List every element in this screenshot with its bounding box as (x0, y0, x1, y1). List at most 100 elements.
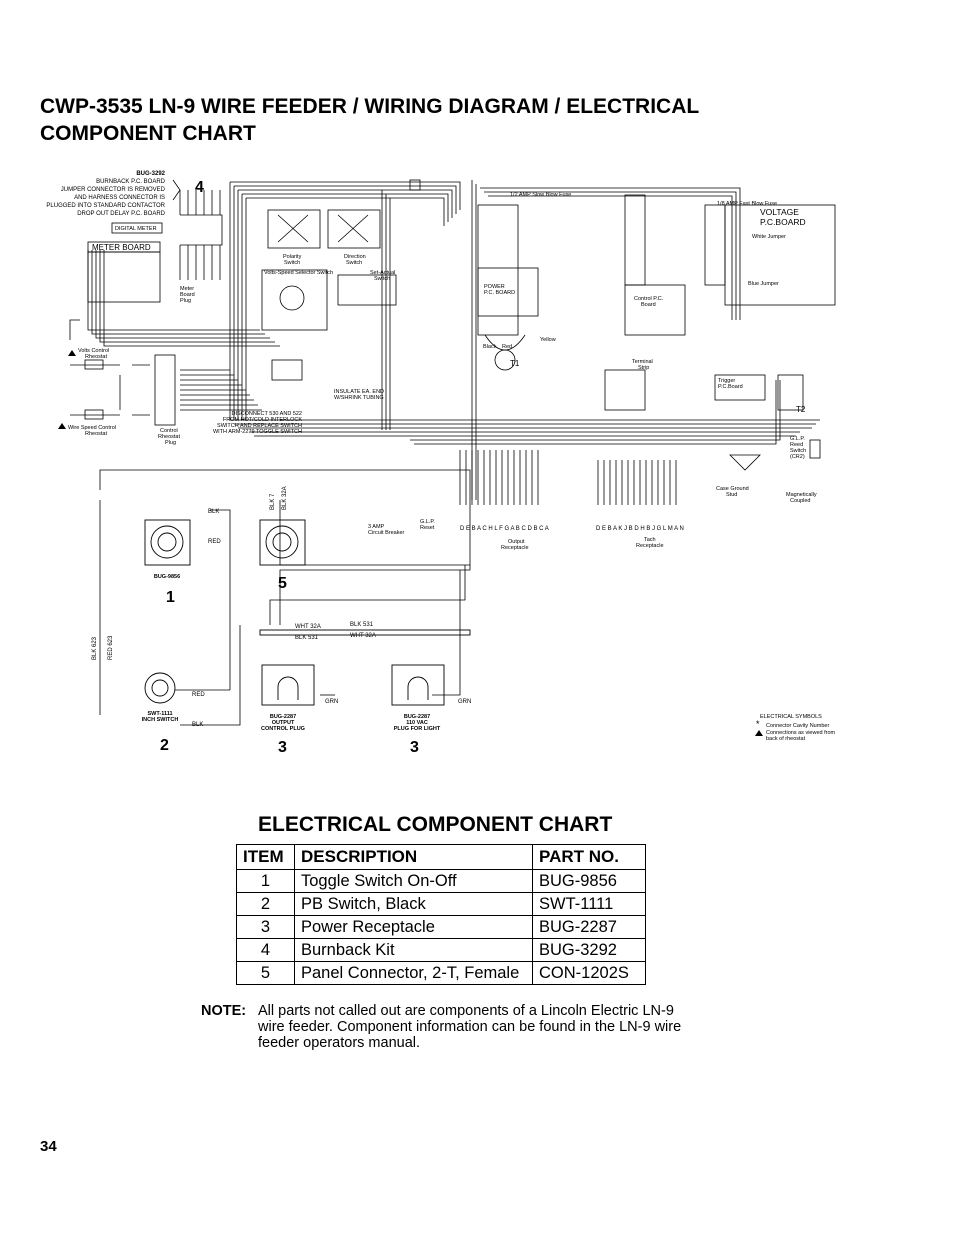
control-rheostat-plug-2: Rheostat (158, 434, 180, 440)
glp-reset-2: Reset (420, 525, 435, 531)
volts-speed-selector: Volts-Speed Selector Switch (264, 270, 333, 276)
wire-blk531-2: BLK 531 (350, 622, 374, 628)
bug2287-light-1: BUG-2287 (404, 714, 430, 720)
power-pc-board-2: P.C. BOARD (484, 290, 515, 296)
white-jumper-label: White Jumper (752, 234, 786, 240)
glp-reed-4: (CR2) (790, 454, 805, 460)
row-item: 2 (236, 892, 295, 916)
page-title: CWP-3535 LN-9 WIRE FEEDER / WIRING DIAGR… (40, 95, 699, 145)
trigger-board-2: P.C.Board (718, 384, 743, 390)
wire-grn-2: GRN (458, 699, 471, 705)
bug2287-output-2: OUTPUT (272, 720, 295, 726)
set-actual-switch-2: Switch (374, 276, 390, 282)
insulate-note-1: INSULATE EA. END (334, 389, 384, 395)
wiring-diagram: BUG-3292 BURNBACK P.C. BOARD JUMPER CONN… (46, 171, 836, 756)
header-item: ITEM (236, 844, 295, 870)
blue-jumper-label: Blue Jumper (748, 281, 779, 287)
wire-red-1: RED (208, 539, 221, 545)
row-description: Burnback Kit (294, 938, 533, 962)
disconnect-note-1: DISCONNECT 530 AND 522 (231, 411, 302, 417)
header-description: DESCRIPTION (294, 844, 533, 870)
digital-meter-label: DIGITAL METER (115, 226, 157, 232)
color-black: Black (483, 344, 497, 350)
wire-grn-1: GRN (325, 699, 338, 705)
wire-speed-label-1: Wire Speed Control (68, 425, 116, 431)
row-description: Panel Connector, 2-T, Female (294, 961, 533, 985)
table-header-row: ITEM DESCRIPTION PART NO. (236, 844, 646, 870)
control-pc-board-1: Control P.C. (634, 296, 664, 302)
terminal-strip-2: Strip (638, 365, 649, 371)
color-red: Red (502, 344, 512, 350)
callout-3b: 3 (410, 739, 419, 756)
control-rheostat-plug-3: Plug (165, 440, 176, 446)
burnback-note-4: PLUGGED INTO STANDARD CONTACTOR (46, 203, 165, 209)
callout-1: 1 (166, 589, 175, 606)
star-icon: * (756, 719, 760, 729)
wire-blk7: BLK 7 (270, 493, 276, 510)
rheostat-triangle-icon (68, 350, 76, 356)
rheostat-triangle-icon (58, 423, 66, 429)
bug2287-light-2: 110 VAC (406, 720, 428, 726)
swt1111-label-1: SWT-1111 (147, 711, 172, 717)
circuit-breaker-1: 3 AMP (368, 524, 385, 530)
output-receptacle-2: Receptacle (501, 545, 529, 551)
svg-text:D E B A C H L F G A B C D B C: D E B A C H L F G A B C D B C A (460, 526, 549, 532)
tach-receptacle-2: Receptacle (636, 543, 664, 549)
table-row: 3 Power Receptacle BUG-2287 (236, 915, 646, 939)
terminal-strip-1: Terminal (632, 359, 653, 365)
direction-switch-1: Direction (344, 254, 366, 260)
burnback-note-2: JUMPER CONNECTOR IS REMOVED (61, 187, 166, 193)
triangle-legend-icon (755, 730, 763, 736)
symbol-triangle-text-1: Connections as viewed from (766, 730, 836, 736)
row-description: Power Receptacle (294, 915, 533, 939)
svg-text:D E B A K J B D H B J G L M A: D E B A K J B D H B J G L M A N (596, 526, 684, 532)
symbol-triangle-text-2: back of rheostat (766, 736, 806, 742)
voltage-board-1: VOLTAGE (760, 207, 799, 217)
row-item: 5 (236, 961, 295, 985)
row-description: Toggle Switch On-Off (294, 869, 533, 893)
control-pc-board-2: Board (641, 302, 656, 308)
wire-wht32a-1: WHT 32A (295, 624, 321, 630)
volts-control-label-2: Rheostat (85, 354, 107, 360)
circuit-breaker-2: Circuit Breaker (368, 530, 405, 536)
volts-control-label-1: Volts Control (78, 348, 109, 354)
wire-blk623: BLK 623 (92, 636, 98, 660)
set-actual-switch-1: Set-Actual (370, 270, 395, 276)
wire-red-2: RED (192, 692, 205, 698)
table-row: 5 Panel Connector, 2-T, Female CON-1202S (236, 961, 646, 985)
row-part: BUG-2287 (532, 915, 646, 939)
disconnect-note-2: FROM HOT/COLD INTERLOCK (223, 417, 302, 423)
note-label: NOTE: (201, 1003, 247, 1019)
tach-receptacle-1: Tach (644, 537, 656, 543)
burnback-note-1: BURNBACK P.C. BOARD (96, 179, 166, 185)
header-part: PART NO. (532, 844, 646, 870)
burnback-ref: BUG-3292 (136, 171, 165, 177)
symbol-star-text: Connector Cavity Number (766, 723, 829, 729)
wire-red623: RED 623 (108, 635, 114, 660)
component-table: ITEM DESCRIPTION PART NO. 1 Toggle Switc… (236, 844, 646, 985)
wire-blk-1: BLK (208, 509, 219, 515)
row-part: BUG-9856 (532, 869, 646, 893)
color-yellow: Yellow (540, 337, 556, 343)
table-row: 4 Burnback Kit BUG-3292 (236, 938, 646, 962)
insulate-note-2: W/SHRINK TUBING (334, 395, 384, 401)
wire-blk32a: BLK 32A (282, 486, 288, 510)
bug2287-light-3: PLUG FOR LIGHT (394, 726, 441, 732)
case-ground-2: Stud (726, 492, 737, 498)
trigger-board-1: Trigger (718, 378, 735, 384)
bug9856-label: BUG-9856 (154, 574, 180, 580)
t2-label: T2 (796, 405, 806, 414)
row-item: 4 (236, 938, 295, 962)
wire-blk-2: BLK (192, 722, 203, 728)
table-row: 1 Toggle Switch On-Off BUG-9856 (236, 869, 646, 893)
callout-2: 2 (160, 737, 169, 754)
row-item: 1 (236, 869, 295, 893)
meter-board-label: METER BOARD (92, 243, 151, 252)
wire-blk531-1: BLK 531 (295, 635, 319, 641)
glp-reed-3: Switch (790, 448, 806, 454)
row-part: SWT-1111 (532, 892, 646, 916)
callout-5: 5 (278, 575, 287, 592)
meter-board-plug-1: Meter (180, 286, 194, 292)
output-receptacle-1: Output (508, 539, 525, 545)
fast-fuse-label: 1/8 AMP Fast Blow Fuse (717, 201, 777, 207)
